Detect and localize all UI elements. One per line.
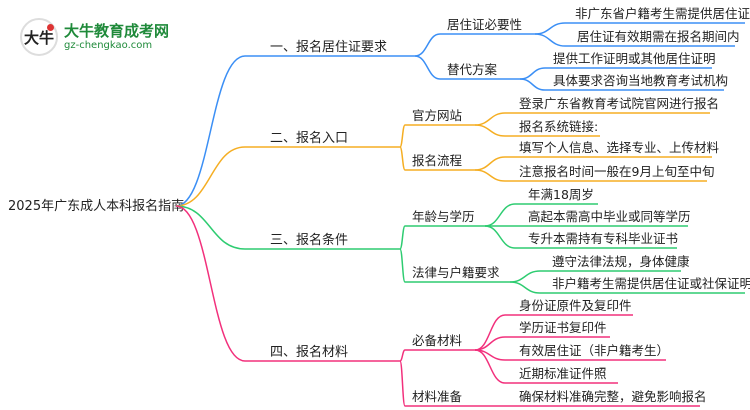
branch-node: 四、报名材料 (270, 344, 348, 360)
leaf-node: 身份证原件及复印件 (519, 298, 632, 313)
leaf-connector (519, 67, 546, 80)
leaf-connector (474, 314, 506, 351)
leaf-connector (519, 78, 546, 91)
sub-connector (399, 248, 406, 283)
leaf-node: 报名系统链接: (519, 119, 598, 134)
leaf-node: 非广东省户籍考生需提供居住证 (575, 6, 750, 21)
sub-node: 报名流程 (412, 153, 463, 168)
leaf-connector (474, 156, 506, 171)
leaf-node: 非户籍考生需提供居住证或社保证明 (552, 276, 750, 291)
leaf-connector (474, 169, 506, 182)
sub-node: 必备材料 (412, 333, 463, 348)
logo-title: 大牛教育成考网 (64, 21, 170, 40)
sub-connector (414, 33, 441, 57)
sub-node: 年龄与学历 (412, 209, 475, 224)
sub-node: 官方网站 (412, 108, 462, 123)
leaf-connector (534, 22, 566, 35)
sub-node: 法律与户籍要求 (412, 265, 500, 280)
leaf-node: 提供工作证明或其他居住证明 (553, 51, 716, 66)
leaf-node: 学历证书复印件 (519, 320, 607, 335)
branch-connector (175, 205, 246, 362)
leaf-connector (509, 270, 541, 283)
leaf-node: 具体要求咨询当地教育考试机构 (553, 73, 728, 88)
leaf-node: 近期标准证件照 (519, 366, 607, 381)
logo-mark-icon: 大牛 (20, 18, 58, 56)
leaf-node: 专升本需持有专科毕业证书 (528, 231, 678, 246)
leaf-connector (474, 112, 506, 126)
leaf-node: 填写个人信息、选择专业、上传材料 (519, 140, 720, 155)
leaf-connector (509, 281, 541, 294)
sub-node: 替代方案 (447, 62, 498, 77)
sub-connector (399, 225, 406, 250)
leaf-node: 遵守法律法规，身体健康 (552, 254, 690, 269)
leaf-connector (474, 349, 506, 384)
leaf-connector (474, 124, 506, 137)
sub-connector (399, 349, 406, 362)
leaf-node: 有效居住证（非户籍考生） (519, 343, 669, 358)
leaf-node: 高起本需高中毕业或同等学历 (528, 209, 691, 224)
branch-connector (175, 146, 246, 207)
branch-connector (175, 55, 246, 207)
sub-connector (414, 55, 441, 80)
leaf-node: 年满18周岁 (528, 187, 594, 202)
leaf-connector (534, 33, 566, 47)
branch-node: 二、报名入口 (270, 130, 348, 146)
leaf-node: 注意报名时间一般在9月上旬至中旬 (519, 164, 714, 179)
root-node: 2025年广东成人本科报名指南 (8, 198, 184, 214)
leaf-node: 确保材料准确完整，避免影响报名 (519, 389, 707, 404)
leaf-connector (484, 203, 516, 227)
sub-connector (399, 360, 406, 407)
branch-connector (175, 205, 246, 250)
branch-node: 三、报名条件 (270, 232, 348, 248)
sub-connector (399, 146, 406, 171)
branch-node: 一、报名居住证要求 (270, 39, 387, 55)
leaf-connector (484, 225, 516, 249)
leaf-node: 登录广东省教育考试院官网进行报名 (519, 96, 719, 111)
sub-connector (399, 124, 406, 148)
logo-url: gz-chengkao.com (64, 39, 153, 51)
site-logo: 大牛 大牛教育成考网 gz-chengkao.com (20, 18, 169, 56)
sub-node: 居住证必要性 (447, 17, 522, 32)
leaf-node: 居住证有效期需在报名期间内 (577, 29, 740, 44)
sub-node: 材料准备 (412, 389, 463, 404)
